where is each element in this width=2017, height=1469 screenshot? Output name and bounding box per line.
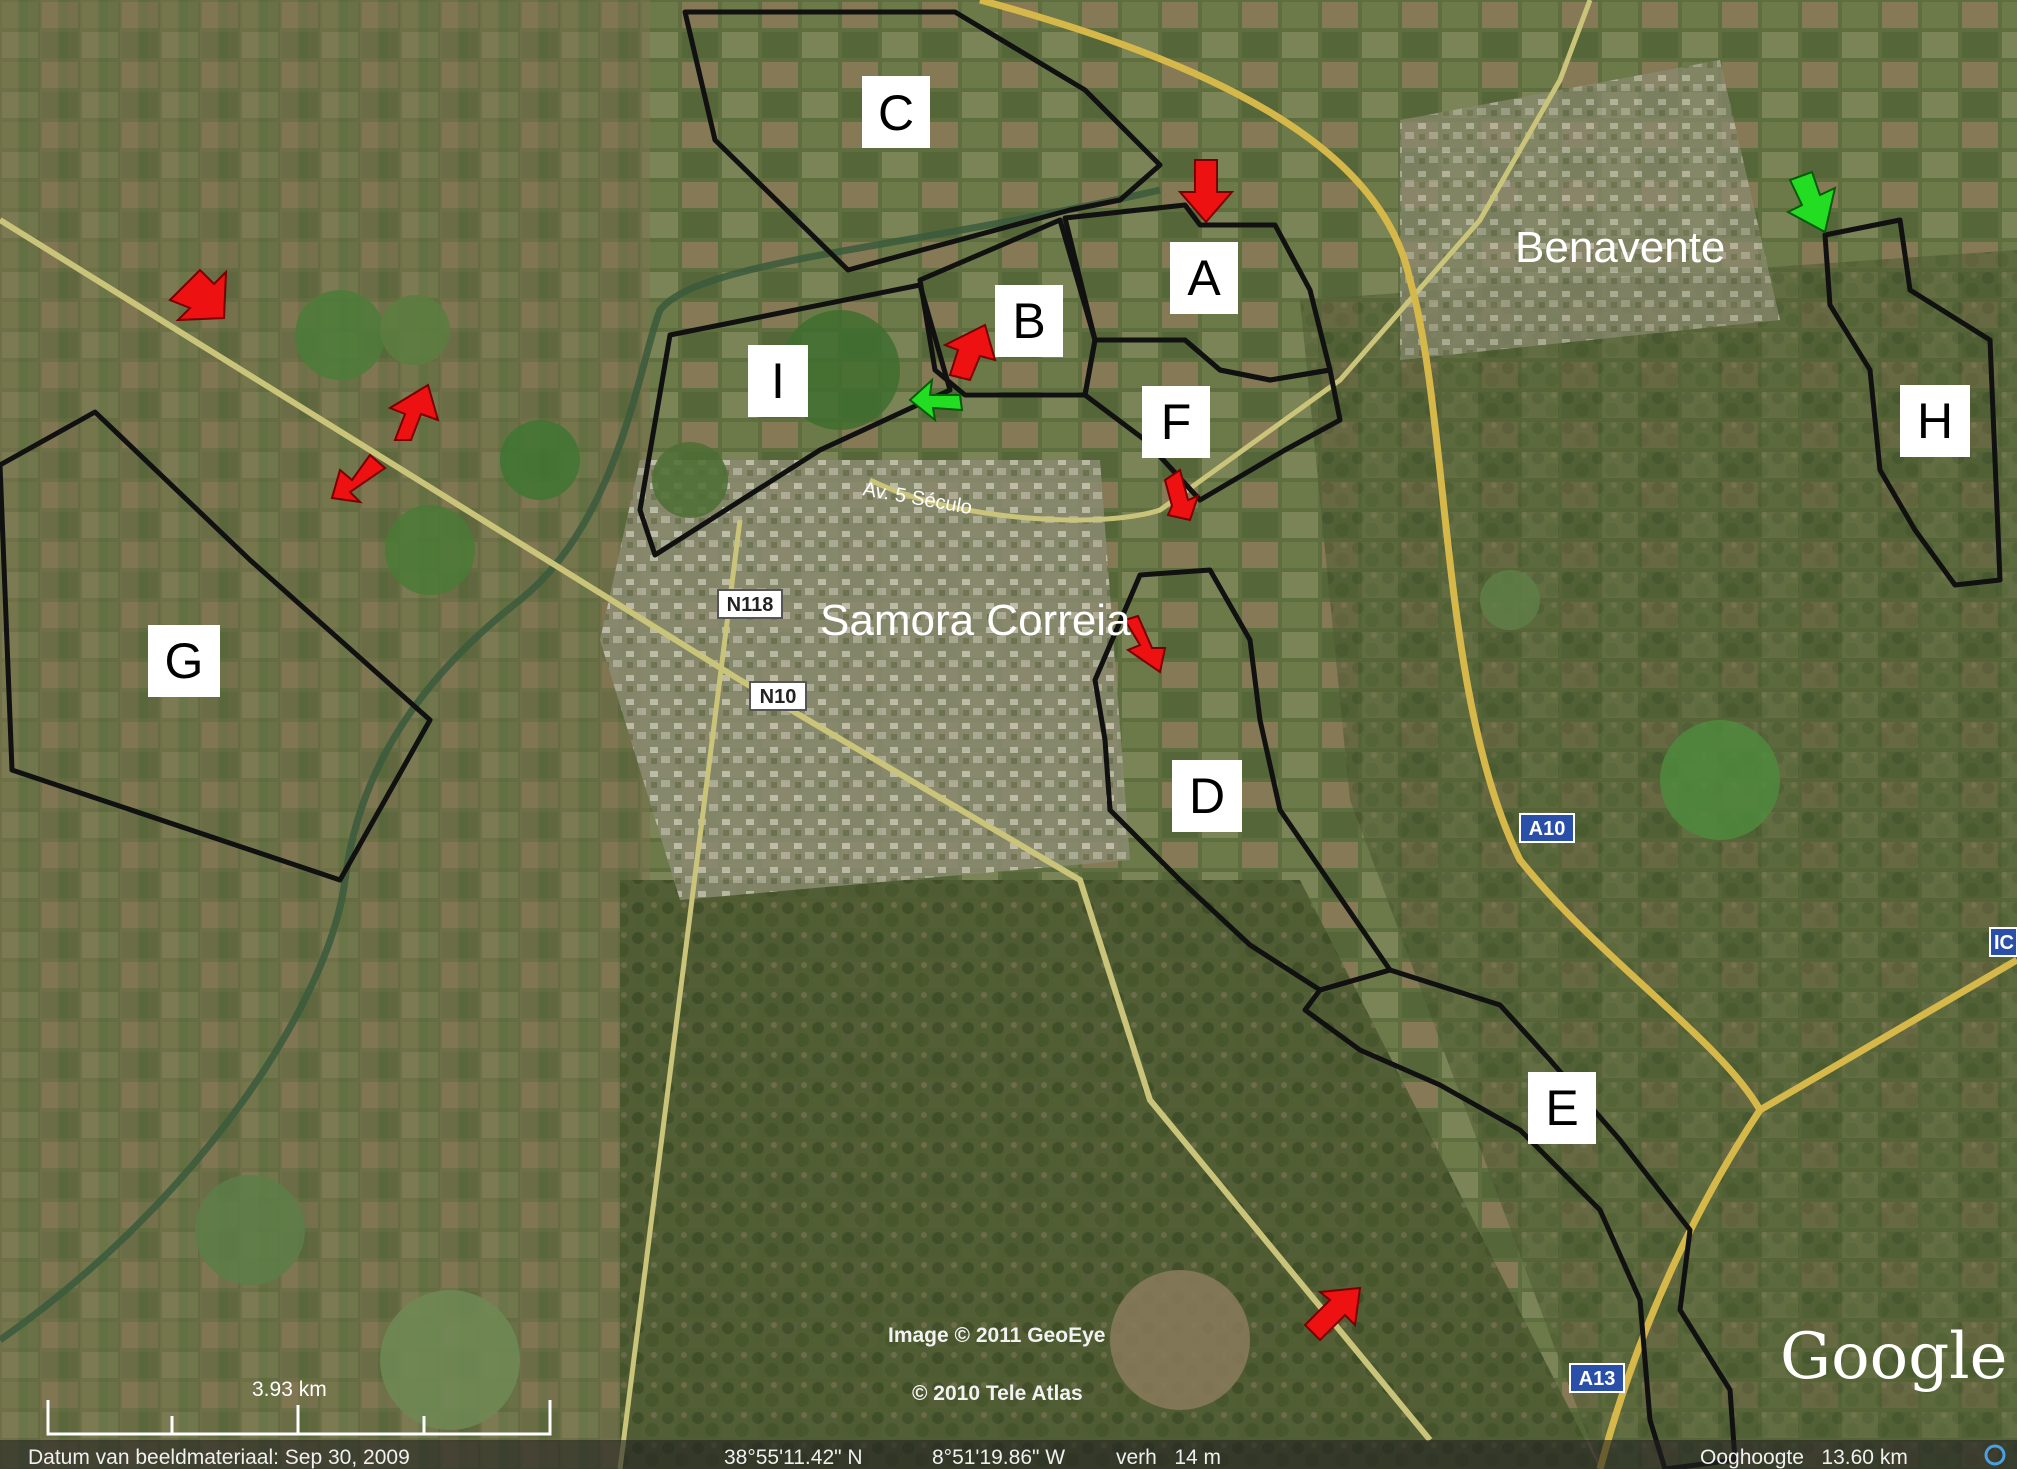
arrow-red-icon [330, 453, 387, 504]
streaming-indicator-icon [1984, 1444, 2006, 1466]
google-logo: Google [1780, 1320, 2008, 1394]
road-shields: N118 N10 A10 A13 IC [717, 589, 2017, 1393]
arrow-red-icon [168, 268, 228, 322]
zone-outlines [0, 9, 2003, 1469]
zone-c-outline [682, 9, 1163, 273]
zone-i-outline [637, 282, 953, 558]
zone-label-g: G [165, 633, 204, 689]
eye-altitude-readout: Ooghoogte 13.60 km [1700, 1446, 1908, 1469]
place-label-benavente: Benavente [1515, 223, 1725, 272]
arrow-red-icon [1163, 468, 1200, 522]
latitude-readout: 38°55'11.42" N [724, 1446, 863, 1469]
river [0, 186, 1161, 1343]
tele-atlas-copyright: © 2010 Tele Atlas [912, 1382, 1083, 1405]
shield-a13: A13 [1579, 1368, 1616, 1390]
status-bar [0, 1440, 2017, 1469]
zone-label-b: B [1012, 293, 1045, 349]
arrow-red-icon [1177, 159, 1235, 224]
arrow-green-icon [1785, 170, 1837, 234]
zone-labels: C A B F I G H D E [148, 76, 1970, 1144]
arrow-red-icon [1303, 1286, 1362, 1342]
imagery-date: Datum van beeldmateriaal: Sep 30, 2009 [28, 1446, 410, 1469]
elevation-readout: verh 14 m [1116, 1446, 1221, 1469]
zone-h-outline [1822, 217, 2003, 588]
zone-label-d: D [1189, 768, 1225, 824]
green-arrows [908, 170, 1837, 423]
zone-label-f: F [1161, 394, 1192, 450]
arrow-green-icon [908, 377, 964, 423]
shield-n118: N118 [727, 594, 774, 616]
pivot-fields [195, 290, 1780, 1430]
imagery-copyright: Image © 2011 GeoEye [888, 1324, 1105, 1347]
zone-label-a: A [1187, 250, 1221, 306]
zone-g-outline [0, 409, 433, 883]
scale-bar: 3.93 km [46, 1378, 552, 1436]
zone-label-i: I [771, 353, 785, 409]
shield-ic: IC [1994, 932, 2014, 954]
red-arrows [168, 159, 1362, 1342]
longitude-readout: 8°51'19.86" W [932, 1446, 1065, 1469]
shield-n10: N10 [760, 686, 797, 708]
shield-a10: A10 [1529, 818, 1566, 840]
zone-label-h: H [1917, 393, 1953, 449]
place-label-samora-correia: Samora Correia [820, 596, 1131, 645]
status-bar-text: Datum van beeldmateriaal: Sep 30, 2009 3… [28, 1446, 1908, 1469]
arrow-red-icon [387, 383, 440, 441]
arrow-red-icon [1123, 614, 1167, 674]
zone-f-outline [1082, 337, 1343, 503]
scale-label: 3.93 km [252, 1378, 327, 1401]
arrow-red-icon [942, 323, 997, 382]
zone-label-e: E [1545, 1080, 1578, 1136]
zone-label-c: C [878, 85, 914, 141]
